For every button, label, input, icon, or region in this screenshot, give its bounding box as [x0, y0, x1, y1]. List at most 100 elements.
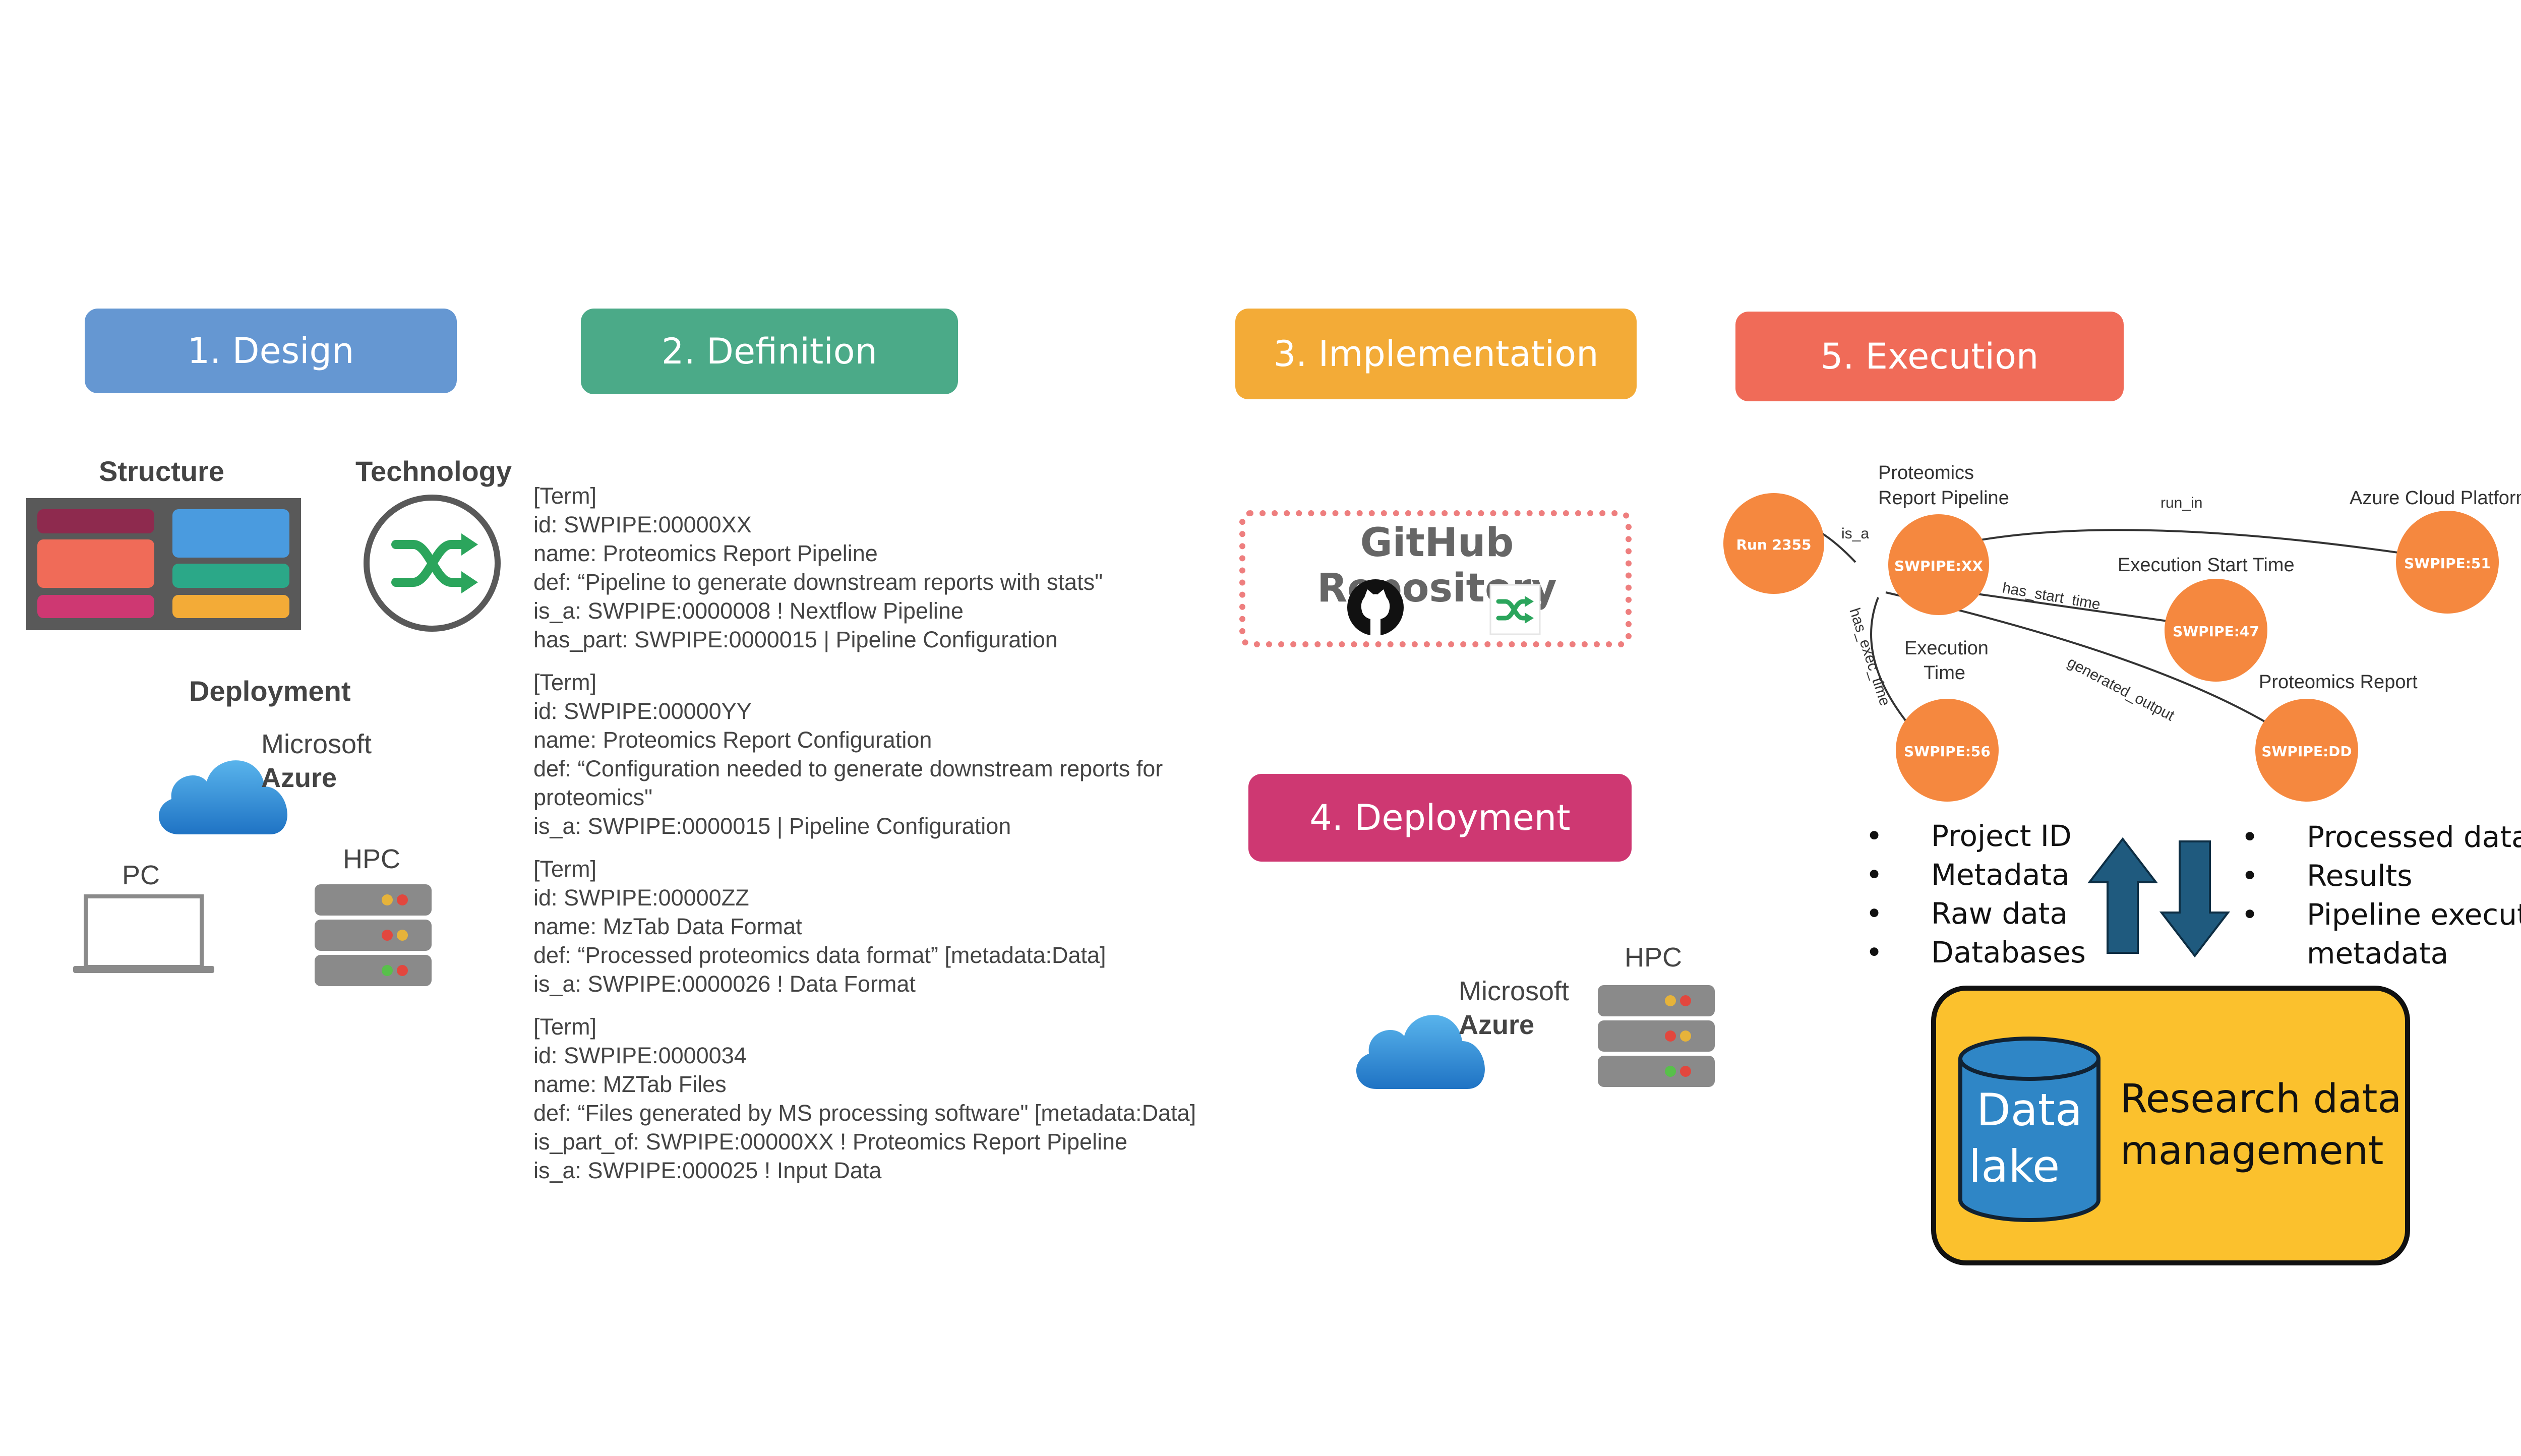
edge-label-has-start-time: has_start_time — [2001, 579, 2102, 613]
term-line: is_part_of: SWPIPE:00000XX ! Proteomics … — [533, 1129, 1128, 1155]
bullet-icon: • — [1866, 935, 1883, 969]
outputs-text: Processed data — [2307, 820, 2521, 854]
outputs-text: Results — [2307, 859, 2413, 893]
caption-exec-2: Time — [1924, 662, 1965, 684]
term-line: name: MZTab Files — [533, 1071, 727, 1097]
caption-pipeline-1: Proteomics — [1878, 462, 1974, 483]
edge-label-has-exec-time: has_exec_time — [1846, 606, 1893, 708]
node-dd-label: SWPIPE:DD — [2261, 743, 2352, 760]
node-47 — [2165, 579, 2267, 682]
inputs-item: • Raw data — [1866, 894, 2086, 933]
edge-label-is-a: is_a — [1841, 525, 1869, 542]
deployment-label: Deployment — [189, 675, 351, 707]
data-lake-line2: lake — [1968, 1140, 2060, 1192]
inputs-text: Raw data — [1931, 896, 2068, 931]
github-repository-label: GitHub Repository — [1317, 520, 1557, 611]
node-56 — [1896, 699, 1999, 802]
shuffle-small-icon — [1489, 584, 1541, 635]
data-lake-cylinder-icon — [1958, 1037, 2100, 1222]
bullet-icon: • — [1866, 858, 1883, 892]
term-line: is_a: SWPIPE:0000008 ! Nextflow Pipeline — [533, 598, 964, 624]
shuffle-tech-icon — [364, 495, 501, 632]
term-line: is_a: SWPIPE:000025 ! Input Data — [533, 1158, 882, 1183]
arrow-down-icon — [2159, 840, 2230, 958]
term-line: id: SWPIPE:00000YY — [533, 698, 752, 724]
caption-start-time: Execution Start Time — [2118, 555, 2295, 576]
outputs-item: • Pipeline execution — [2241, 895, 2521, 934]
bullet-icon: • — [1866, 819, 1883, 853]
caption-azure: Azure Cloud Platform — [2350, 488, 2521, 509]
ontology-terms: [Term] id: SWPIPE:00000XX name: Proteomics… — [533, 481, 1265, 1185]
term-line: is_a: SWPIPE:0000015 | Pipeline Configur… — [533, 813, 1011, 839]
node-run-label: Run 2355 — [1736, 536, 1811, 553]
term-line: def: “Processed proteomics data format” … — [533, 942, 1106, 968]
term-line: [Term] — [533, 670, 597, 695]
inputs-list: •Project ID•Metadata•Raw data•Databases — [1866, 817, 2086, 972]
technology-label: Technology — [355, 455, 512, 487]
edge-generated-output — [1885, 591, 2280, 731]
stage-definition: 2. Definition — [581, 309, 958, 394]
term-line: [Term] — [533, 856, 597, 882]
inputs-text: Project ID — [1931, 819, 2072, 853]
edge-has-exec-time — [1870, 597, 1907, 722]
server-rack-icon — [315, 884, 432, 986]
term-gap — [533, 840, 1265, 855]
rdm-line1: Research data — [2120, 1076, 2402, 1122]
deploy-azure-microsoft-label: Microsoft — [1459, 976, 1570, 1006]
bullet-icon: • — [1866, 896, 1883, 931]
outputs-item: metadata — [2241, 934, 2521, 973]
node-run — [1723, 493, 1824, 594]
inputs-item: • Databases — [1866, 933, 2086, 972]
outputs-text: Pipeline execution — [2307, 897, 2521, 932]
bullet-icon: • — [2241, 820, 2259, 854]
laptop-icon — [73, 894, 214, 973]
edge-label-generated-output: generated_output — [2065, 654, 2178, 724]
term-gap — [533, 654, 1265, 668]
inputs-item: •Metadata — [1866, 856, 2086, 894]
outputs-text: metadata — [2307, 936, 2449, 970]
term-line: name: MzTab Data Format — [533, 914, 802, 939]
github-repository-box[interactable] — [1239, 510, 1632, 647]
caption-exec-1: Execution — [1904, 638, 1989, 659]
hpc-label: HPC — [343, 844, 401, 874]
outputs-item: • Processed data — [2241, 818, 2521, 857]
term-line: has_part: SWPIPE:0000015 | Pipeline Conf… — [533, 627, 1058, 652]
node-pipe-label: SWPIPE:XX — [1894, 558, 1983, 574]
term-line: name: Proteomics Report Configuration — [533, 727, 932, 753]
data-lake-line1: Data — [1976, 1084, 2083, 1136]
node-51 — [2396, 511, 2499, 614]
stage-deployment: 4. Deployment — [1248, 774, 1632, 862]
edge-label-run-in: run_in — [2160, 495, 2202, 511]
pc-label: PC — [122, 860, 160, 890]
term-line: def: “Configuration needed to generate d… — [533, 756, 1169, 810]
term-gap — [533, 998, 1265, 1012]
term-line: [Term] — [533, 483, 597, 509]
caption-pipeline-2: Report Pipeline — [1878, 488, 2009, 509]
deploy-azure-name-label: Azure — [1459, 1010, 1535, 1040]
structure-layout-icon — [26, 498, 301, 630]
inputs-item: • Project ID — [1866, 817, 2086, 856]
azure-microsoft-label: Microsoft — [261, 729, 372, 759]
term-line: def: “Files generated by MS processing s… — [533, 1100, 1196, 1126]
term-line: id: SWPIPE:00000XX — [533, 512, 752, 537]
deploy-hpc-label: HPC — [1625, 942, 1683, 973]
outputs-item: • Results — [2241, 857, 2521, 895]
deploy-cloud-icon — [1356, 1015, 1485, 1089]
term-line: name: Proteomics Report Pipeline — [533, 540, 878, 566]
azure-name-label: Azure — [261, 763, 337, 793]
term-line: id: SWPIPE:00000ZZ — [533, 885, 749, 911]
term-line: id: SWPIPE:0000034 — [533, 1043, 747, 1068]
node-56-label: SWPIPE:56 — [1904, 743, 1991, 760]
bullet-icon: • — [2241, 859, 2259, 893]
bullet-icon: • — [2241, 897, 2259, 932]
term-line: is_a: SWPIPE:0000026 ! Data Format — [533, 971, 916, 997]
structure-label: Structure — [99, 455, 224, 487]
caption-report: Proteomics Report — [2259, 672, 2418, 693]
term-line: def: “Pipeline to generate downstream re… — [533, 569, 1103, 595]
deploy-server-rack-icon — [1598, 985, 1715, 1087]
stage-execution: 5. Execution — [1735, 312, 2124, 401]
inputs-text: Databases — [1931, 935, 2086, 969]
stage-implementation: 3. Implementation — [1235, 309, 1637, 399]
outputs-list: • Processed data • Results • Pipeline executi… — [2241, 818, 2521, 973]
node-47-label: SWPIPE:47 — [2173, 623, 2259, 640]
